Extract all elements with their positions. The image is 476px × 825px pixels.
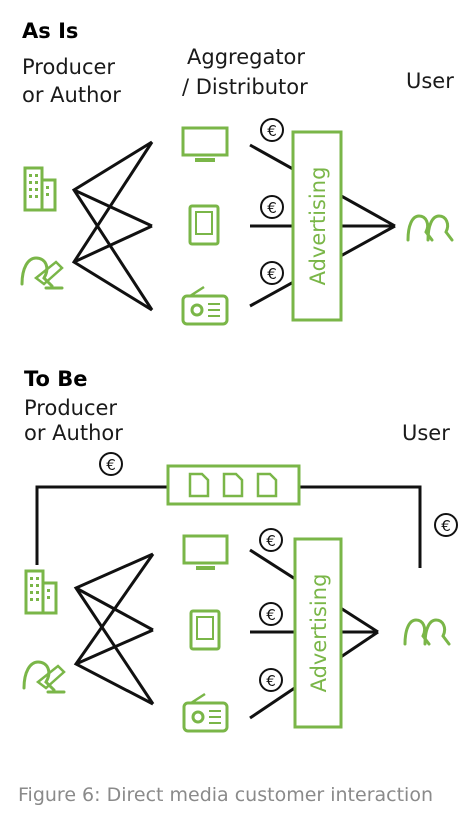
euro-icon: € bbox=[266, 606, 276, 624]
building-icon bbox=[24, 569, 58, 615]
document-icon-group bbox=[188, 472, 278, 498]
as-is-aggregator-label-1: Aggregator bbox=[187, 45, 305, 69]
tv-icon bbox=[182, 534, 229, 570]
as-is-euro-3: € bbox=[260, 261, 284, 285]
as-is-producer-label-2: or Author bbox=[22, 83, 121, 107]
figure-caption: Figure 6: Direct media customer interact… bbox=[18, 784, 433, 806]
to-be-producer-links bbox=[73, 552, 155, 706]
as-is-advertising-box bbox=[291, 130, 343, 322]
users-icon bbox=[406, 214, 454, 242]
to-be-euro-3: € bbox=[259, 668, 283, 692]
to-be-euro-user: € bbox=[434, 513, 458, 537]
author-pen-icon bbox=[22, 660, 66, 694]
to-be-euro-1: € bbox=[259, 528, 283, 552]
to-be-user-label: User bbox=[402, 421, 450, 445]
document-icon bbox=[222, 472, 244, 498]
radio-icon bbox=[181, 285, 229, 326]
tablet-icon bbox=[188, 204, 220, 246]
euro-icon: € bbox=[266, 532, 276, 550]
users-icon bbox=[403, 618, 451, 646]
as-is-aggregator-label-2: / Distributor bbox=[182, 75, 308, 99]
to-be-link-c bbox=[73, 553, 155, 706]
euro-icon: € bbox=[267, 199, 277, 217]
to-be-euro-direct: € bbox=[99, 452, 123, 476]
as-is-link-d bbox=[73, 224, 153, 264]
to-be-heading: To Be bbox=[24, 367, 88, 391]
to-be-euro-2: € bbox=[259, 602, 283, 626]
building-icon bbox=[23, 166, 57, 212]
radio-icon bbox=[182, 692, 229, 733]
as-is-euro-2: € bbox=[260, 195, 284, 219]
to-be-link-d bbox=[75, 628, 154, 666]
euro-icon: € bbox=[106, 456, 116, 474]
euro-icon: € bbox=[441, 517, 451, 535]
tv-icon bbox=[181, 126, 229, 162]
euro-icon: € bbox=[266, 672, 276, 690]
to-be-advertising-label: Advertising bbox=[307, 574, 331, 693]
to-be-producer-label-2: or Author bbox=[24, 421, 123, 445]
as-is-section: As Is Producer or Author Aggregator / Di… bbox=[20, 19, 454, 326]
as-is-heading: As Is bbox=[22, 19, 78, 43]
tablet-icon bbox=[189, 609, 221, 651]
document-icon bbox=[256, 472, 278, 498]
as-is-user-label: User bbox=[406, 69, 454, 93]
as-is-advertising-label: Advertising bbox=[306, 167, 330, 286]
euro-icon: € bbox=[267, 122, 277, 140]
as-is-link-b bbox=[73, 188, 153, 228]
as-is-euro-1: € bbox=[260, 118, 284, 142]
author-pen-icon bbox=[20, 256, 64, 290]
to-be-producer-label-1: Producer bbox=[24, 396, 117, 420]
to-be-link-a bbox=[73, 552, 155, 705]
to-be-document-box bbox=[166, 464, 301, 506]
to-be-section: To Be Producer or Author User € € bbox=[22, 367, 458, 733]
as-is-producer-links bbox=[71, 140, 154, 312]
as-is-producer-label-1: Producer bbox=[22, 55, 115, 79]
document-icon bbox=[188, 472, 210, 498]
euro-icon: € bbox=[267, 265, 277, 283]
to-be-advertising-box bbox=[293, 537, 343, 729]
